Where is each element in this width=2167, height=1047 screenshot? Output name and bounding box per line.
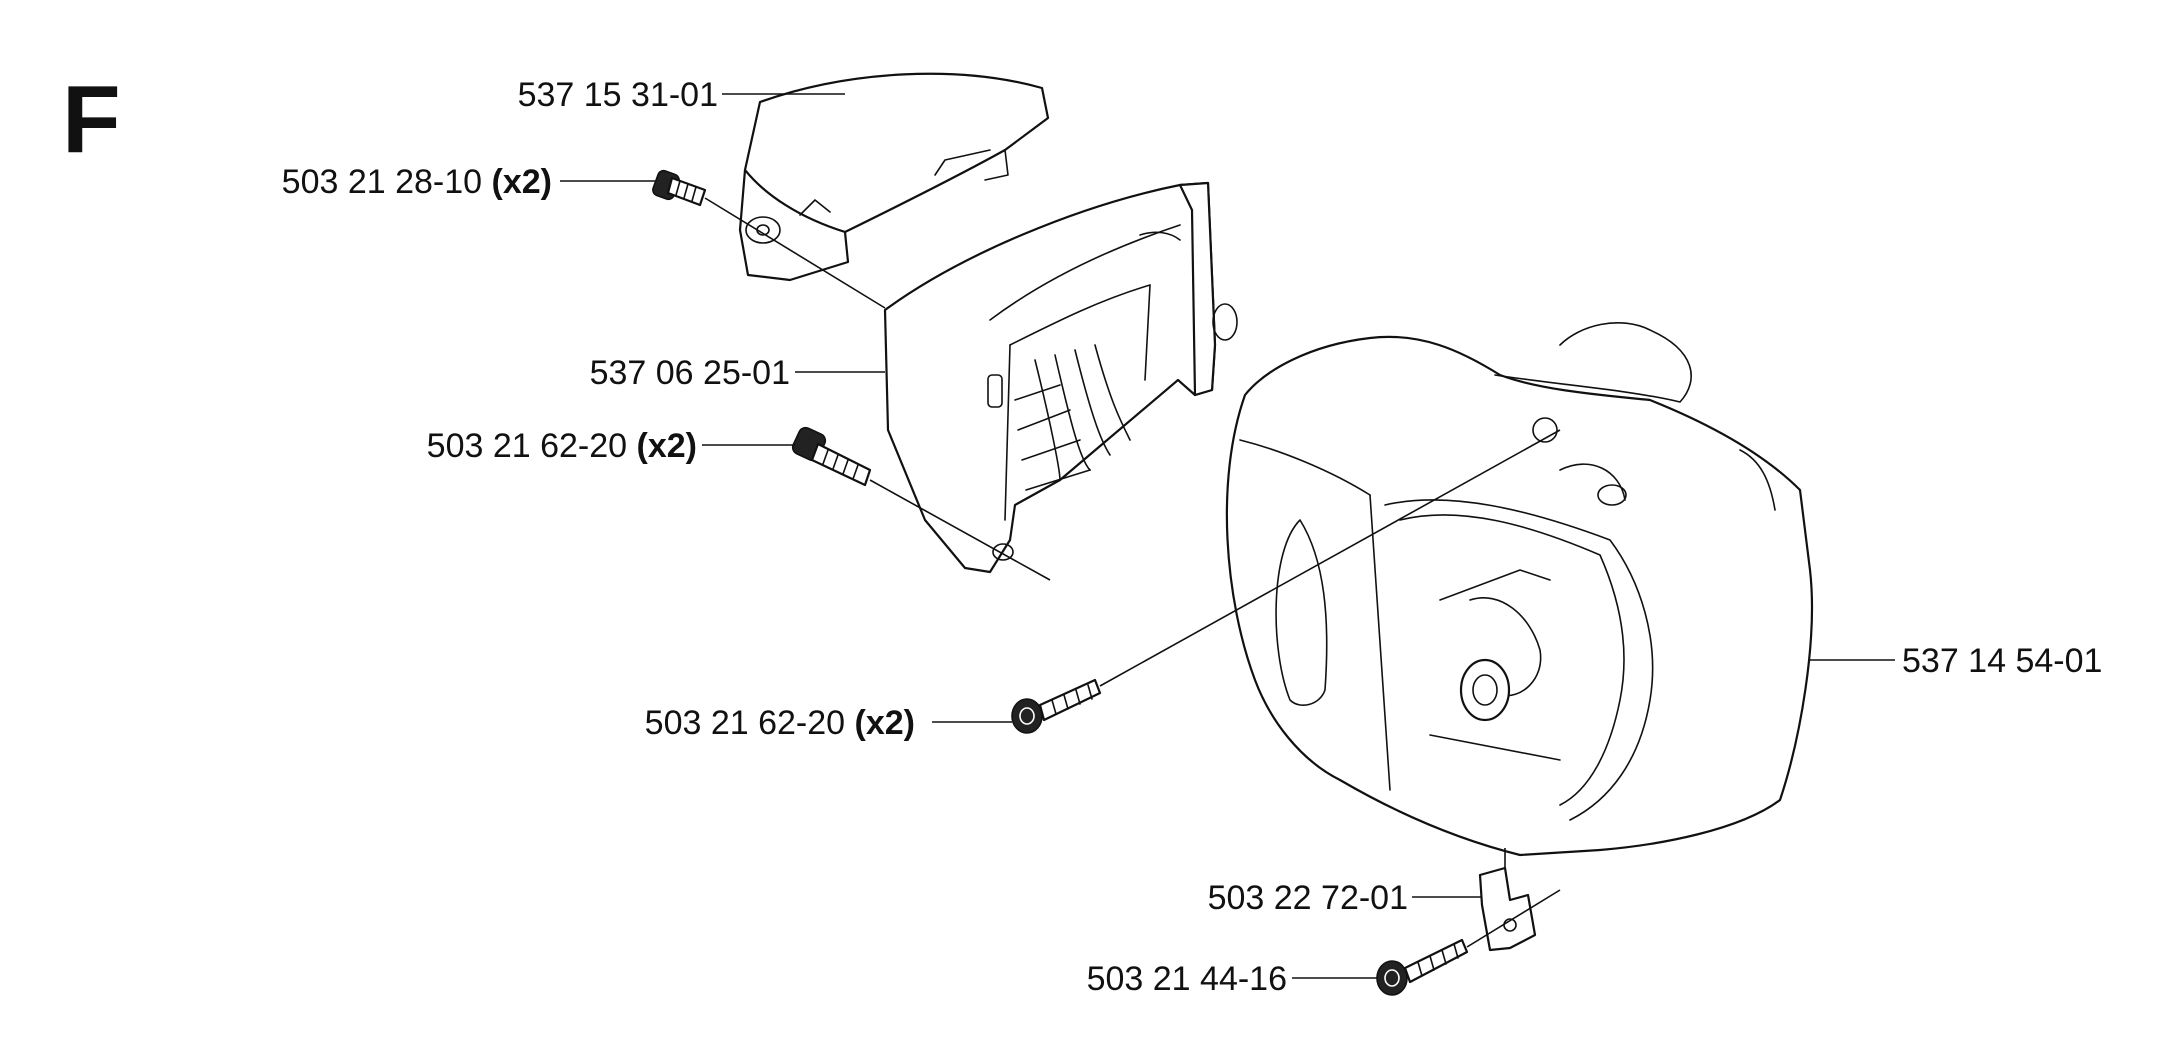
- svg-text:503 21 28-10 (x2): 503 21 28-10 (x2): [282, 163, 552, 201]
- quantity: (x2): [637, 427, 697, 465]
- filter-cover-part: [883, 181, 1238, 574]
- callout-label-5: 537 14 54-01: [1902, 642, 2102, 680]
- screw-503-21-28-10: [652, 169, 707, 207]
- svg-text:537 15 31-01: 537 15 31-01: [518, 76, 718, 114]
- quantity: (x2): [492, 163, 552, 201]
- leader-lines: [560, 93, 1895, 979]
- cylinder-cover-part: [1225, 322, 1814, 857]
- screw-503-21-44-16: [1376, 938, 1469, 996]
- assembly-lines: [704, 197, 1561, 948]
- screw-503-21-62-20-a: [791, 426, 872, 487]
- part-number: 503 21 28-10: [282, 163, 482, 201]
- top-cover-part: [738, 72, 1050, 282]
- callout-label-1: 537 15 31-01: [518, 76, 718, 114]
- svg-text:537 14 54-01: 537 14 54-01: [1902, 642, 2102, 680]
- svg-text:537 06 25-01: 537 06 25-01: [590, 354, 790, 392]
- svg-text:503 21 44-16: 503 21 44-16: [1087, 960, 1287, 998]
- part-number: 503 21 62-20: [427, 427, 627, 465]
- callout-label-2: 503 21 28-10 (x2): [282, 163, 552, 201]
- callout-label-8: 503 21 44-16: [1087, 960, 1287, 998]
- part-number: 537 06 25-01: [590, 354, 790, 392]
- svg-text:503 21 62-20 (x2): 503 21 62-20 (x2): [427, 427, 697, 465]
- section-letter: F: [62, 66, 121, 173]
- callout-label-6: 503 21 62-20 (x2): [645, 704, 915, 742]
- callout-label-4: 503 21 62-20 (x2): [427, 427, 697, 465]
- screw-503-21-62-20-b: [1011, 678, 1102, 734]
- part-number: 537 15 31-01: [518, 76, 718, 114]
- bracket-part: [1478, 866, 1537, 952]
- part-number: 503 21 44-16: [1087, 960, 1287, 998]
- svg-text:503 21 62-20 (x2): 503 21 62-20 (x2): [645, 704, 915, 742]
- callout-label-7: 503 22 72-01: [1208, 879, 1408, 917]
- svg-text:503 22 72-01: 503 22 72-01: [1208, 879, 1408, 917]
- part-number: 503 21 62-20: [645, 704, 845, 742]
- callout-label-3: 537 06 25-01: [590, 354, 790, 392]
- part-number: 537 14 54-01: [1902, 642, 2102, 680]
- part-number: 503 22 72-01: [1208, 879, 1408, 917]
- quantity: (x2): [855, 704, 915, 742]
